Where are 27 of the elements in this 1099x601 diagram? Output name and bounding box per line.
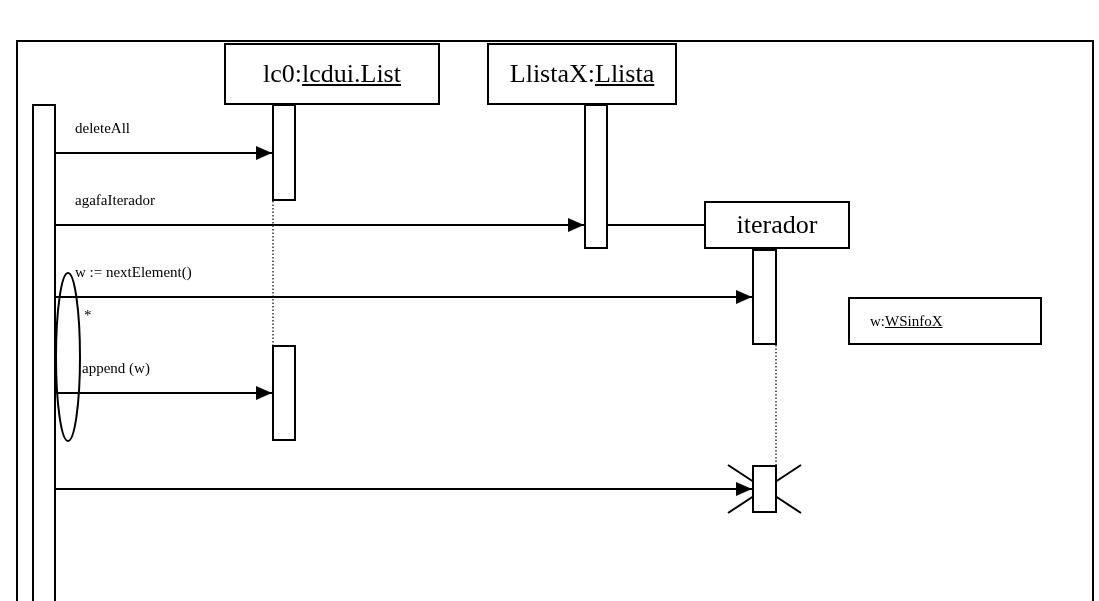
message-label: append (w)	[82, 359, 150, 377]
activation-bar	[32, 104, 56, 601]
activation-bar	[272, 104, 296, 201]
iteration-mark: *	[84, 306, 92, 324]
message-label: agafaIterador	[75, 191, 155, 209]
message-label: deleteAll	[75, 119, 130, 137]
message-arrow	[55, 218, 585, 232]
object-box	[224, 43, 440, 105]
lifeline	[775, 344, 777, 466]
activation-bar	[272, 345, 296, 441]
message-arrow	[55, 290, 753, 304]
message-label: w := nextElement()	[75, 263, 192, 281]
object-name: LlistaX:Llista	[509, 59, 655, 89]
object-box	[704, 201, 850, 249]
lifeline	[272, 200, 274, 346]
object-name: w:WSinfoX	[870, 312, 943, 330]
message-arrow	[55, 386, 273, 400]
message-arrow	[55, 482, 753, 496]
object-name: iterador	[736, 210, 818, 240]
activation-bar	[752, 465, 777, 513]
activation-bar	[584, 104, 608, 249]
activation-bar	[752, 249, 777, 345]
object-box	[848, 297, 1042, 345]
object-box	[487, 43, 677, 105]
message-arrow	[55, 146, 273, 160]
object-name: lc0:lcdui.List	[263, 59, 401, 89]
connector-line	[607, 224, 705, 226]
